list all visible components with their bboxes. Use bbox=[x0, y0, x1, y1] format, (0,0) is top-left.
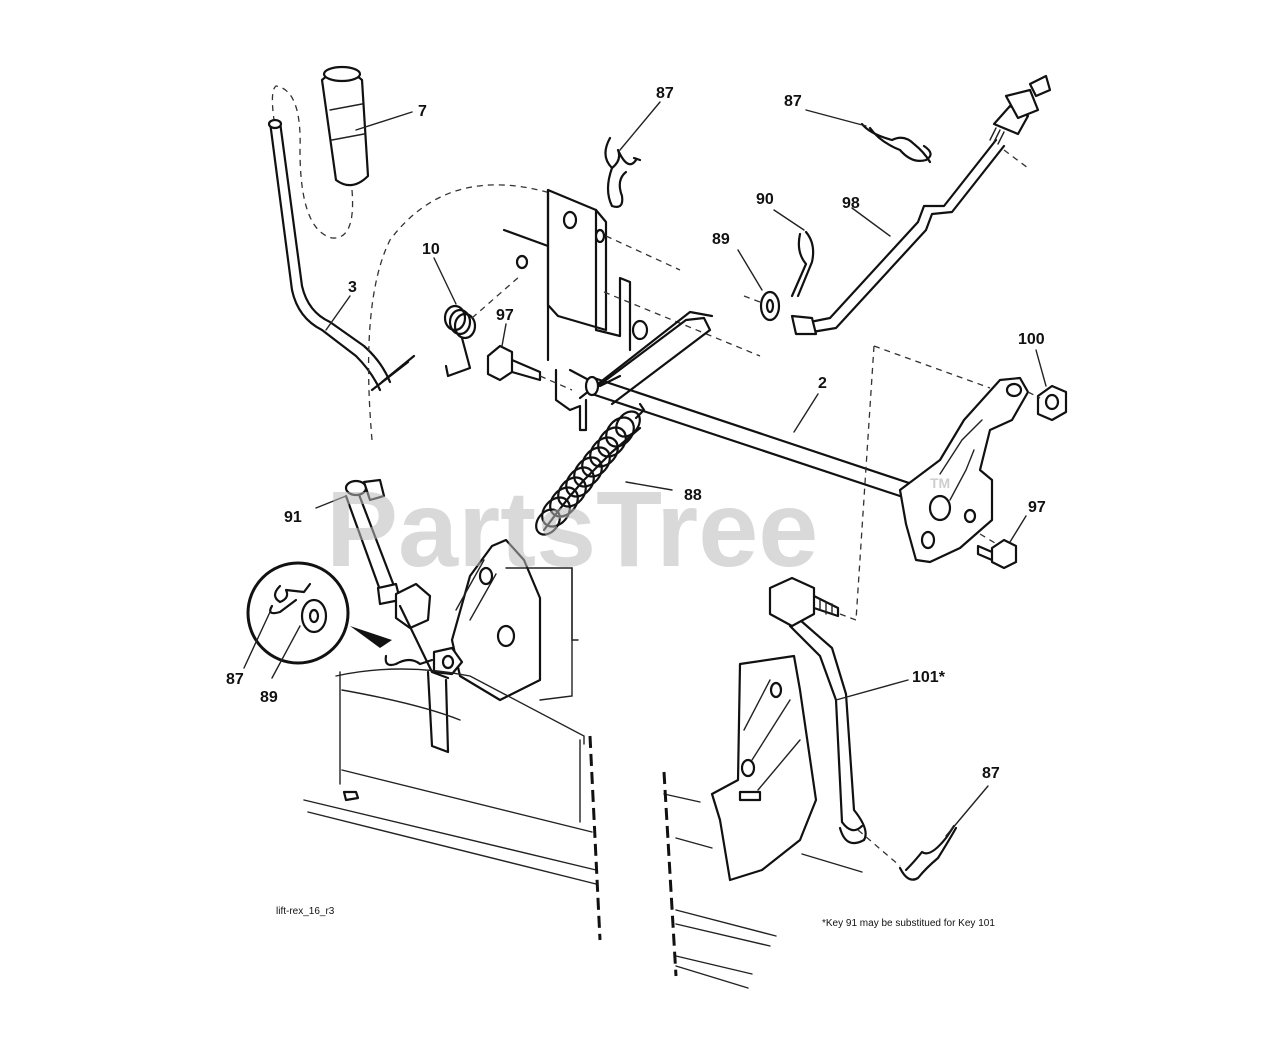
link-rod-alignment-line bbox=[839, 613, 857, 621]
diagram-code: lift-rex_16_r3 bbox=[276, 906, 335, 917]
bracket-hidden-line-1 bbox=[605, 235, 681, 271]
deck-break-line-left bbox=[588, 735, 602, 941]
callout-87-inset: 87 bbox=[226, 671, 244, 688]
detail-inset-circle bbox=[246, 561, 392, 665]
left-lift-bracket-part bbox=[394, 538, 542, 754]
callout-87-top: 87 bbox=[656, 85, 674, 102]
right-lift-arm-part bbox=[898, 376, 1030, 564]
callout-3: 3 bbox=[348, 279, 357, 296]
mounting-bracket-part bbox=[502, 188, 649, 432]
shoulder-bolt-part-right bbox=[976, 538, 1018, 570]
lift-handle-part bbox=[267, 118, 416, 392]
mower-deck-left bbox=[303, 668, 597, 885]
watermark: PartsTree bbox=[326, 468, 818, 589]
hairpin-clip-part-bottom-right bbox=[898, 824, 958, 881]
cotter-pin-part bbox=[790, 230, 815, 298]
callout-87-top-right: 87 bbox=[784, 93, 802, 110]
callout-97-left: 97 bbox=[496, 307, 514, 324]
right-deck-bracket-part bbox=[710, 654, 818, 882]
washer-alignment-line bbox=[743, 295, 761, 303]
callout-98: 98 bbox=[842, 195, 860, 212]
arm-bolt-hidden-line bbox=[979, 533, 1001, 547]
nut-alignment-line bbox=[1027, 391, 1041, 399]
callout-89-inset: 89 bbox=[260, 689, 278, 706]
callout-87-bottom-right: 87 bbox=[982, 765, 1000, 782]
mower-deck-right bbox=[663, 793, 863, 989]
bolt-alignment-line bbox=[539, 375, 573, 391]
callout-91: 91 bbox=[284, 509, 302, 526]
arc-hidden-line bbox=[367, 184, 561, 441]
torsion-spring-part bbox=[443, 304, 477, 378]
callout-2: 2 bbox=[818, 375, 827, 392]
handle-grip-part bbox=[320, 65, 370, 187]
callout-97-right: 97 bbox=[1028, 499, 1046, 516]
callout-10: 10 bbox=[422, 241, 440, 258]
watermark-trademark: TM bbox=[930, 475, 950, 491]
callout-7: 7 bbox=[418, 103, 427, 120]
lift-link-loop-outer bbox=[578, 310, 714, 400]
shoulder-bolt-part-left bbox=[486, 344, 542, 382]
extension-spring-part bbox=[535, 402, 646, 536]
handle-hidden-outline bbox=[271, 85, 354, 239]
callout-100: 100 bbox=[1018, 331, 1045, 348]
hex-nut-part bbox=[1036, 384, 1068, 422]
callout-101: 101* bbox=[912, 669, 946, 686]
deck-break-line-right bbox=[662, 771, 678, 977]
hairpin-clip-part-left bbox=[384, 654, 434, 667]
hairpin-clip-part-top-right bbox=[860, 122, 932, 164]
callout-89-top: 89 bbox=[712, 231, 730, 248]
arm-top-hidden-line bbox=[873, 345, 991, 389]
lift-link-loop bbox=[588, 316, 712, 406]
rod-end-hidden-line bbox=[1003, 149, 1029, 169]
hairpin-clip-part-top bbox=[604, 136, 642, 208]
lift-rod-part bbox=[790, 74, 1052, 336]
callout-leader-lines bbox=[243, 101, 1047, 837]
flat-washer-part-top bbox=[759, 290, 781, 322]
footnote: *Key 91 may be substitued for Key 101 bbox=[822, 918, 995, 929]
deck-link-rod-part bbox=[768, 576, 867, 845]
callout-90: 90 bbox=[756, 191, 774, 208]
callout-88: 88 bbox=[684, 487, 702, 504]
lift-shaft-part bbox=[584, 375, 926, 504]
lower-link-arm-part bbox=[344, 478, 402, 606]
hairpin-alignment-line bbox=[857, 829, 901, 867]
arm-vertical-hidden-line bbox=[855, 345, 875, 621]
deck-plate-edge bbox=[571, 567, 579, 641]
